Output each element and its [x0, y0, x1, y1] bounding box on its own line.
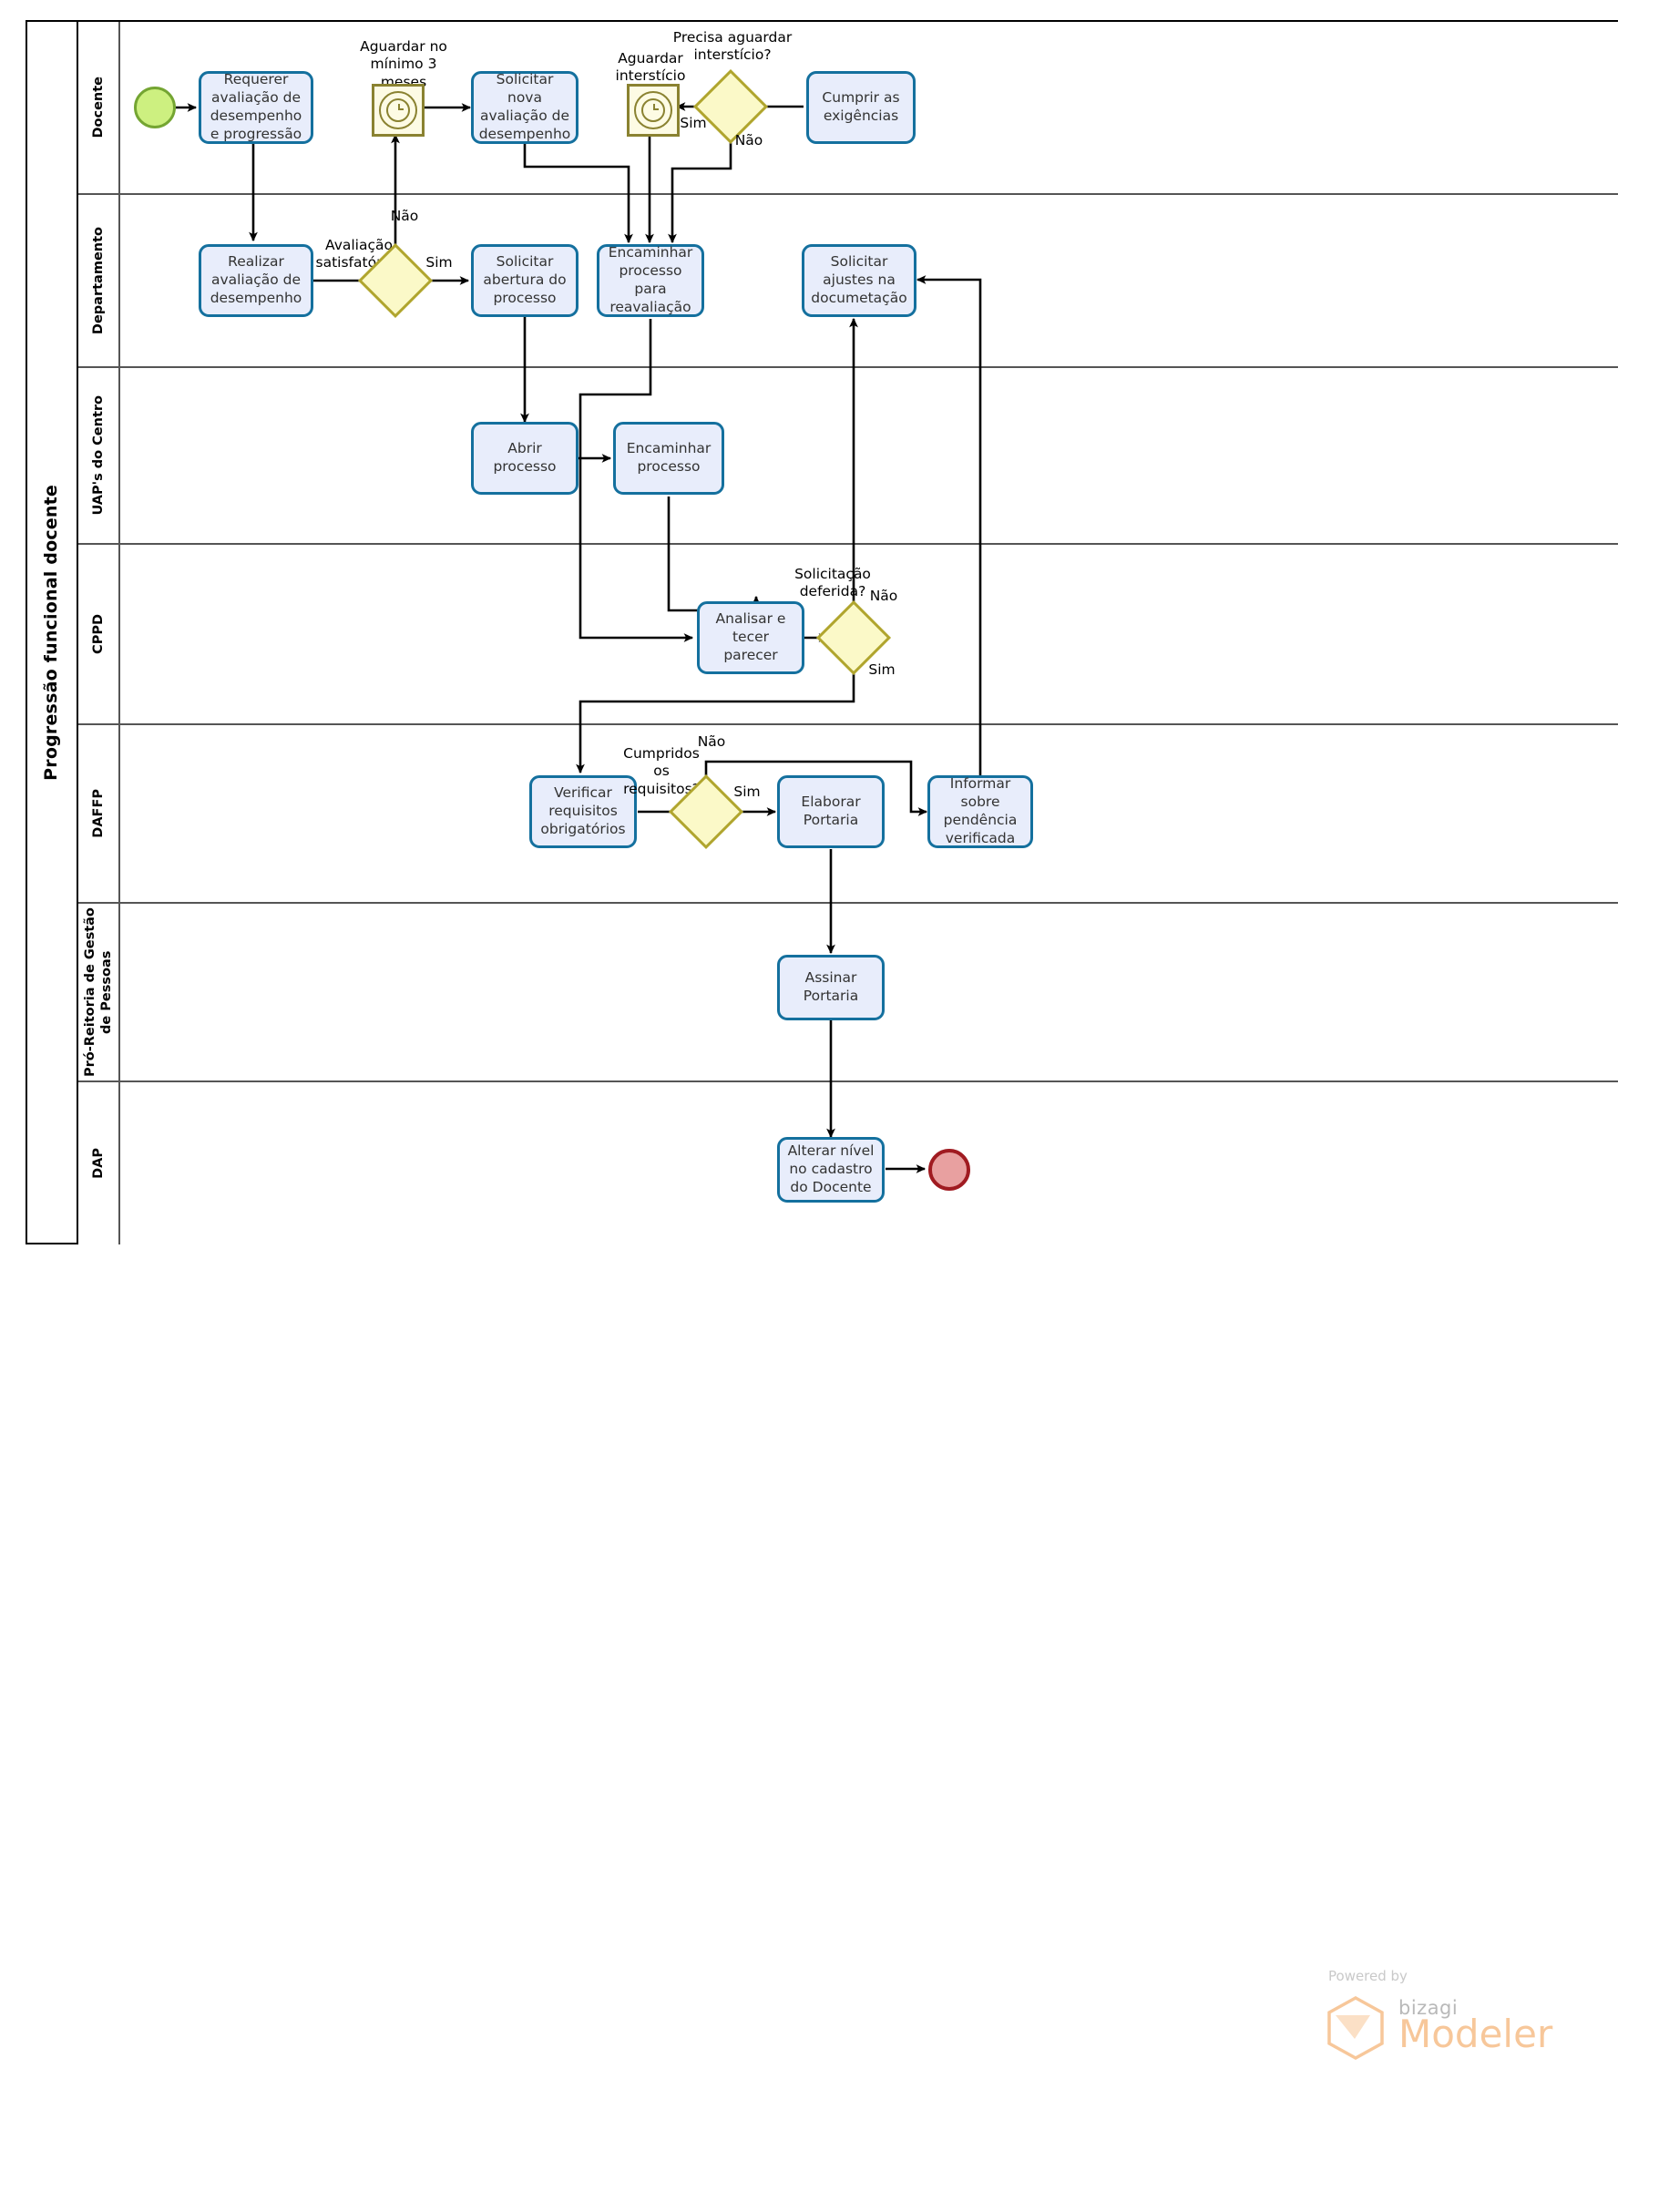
- lane-cppd-label: CPPD: [90, 614, 106, 654]
- task-label: Assinar Portaria: [803, 969, 859, 1004]
- task-label: Solicitar ajustes na documetação: [811, 253, 907, 306]
- task-alterar-nivel-cadastro[interactable]: Alterar nível no cadastro do Docente: [777, 1137, 885, 1203]
- task-label: Informar sobre pendência verificada: [943, 775, 1018, 846]
- modeler-wordmark: Modeler: [1398, 2012, 1553, 2056]
- lane-label-cppd: CPPD: [78, 545, 120, 723]
- bizagi-branding: Powered by bizagi Modeler: [1312, 1968, 1552, 2068]
- task-encaminhar-processo-reavaliacao[interactable]: Encaminhar processo para reavaliação: [597, 244, 704, 317]
- task-assinar-portaria[interactable]: Assinar Portaria: [777, 955, 885, 1020]
- timer-event-intersticio[interactable]: [627, 84, 680, 137]
- lane-label-uaps: UAP's do Centro: [78, 368, 120, 543]
- lane-daffp-label: DAFFP: [90, 789, 106, 838]
- lane-docente-label: Docente: [90, 77, 106, 138]
- bizagi-hexagon-icon: [1327, 1996, 1384, 2060]
- timer-intersticio-label: Aguardar interstício: [615, 50, 686, 85]
- task-verificar-requisitos[interactable]: Verificar requisitos obrigatórios: [529, 775, 637, 848]
- flow-label-nao: Não: [390, 208, 419, 224]
- flow-label-nao: Não: [869, 588, 898, 604]
- timer-event-3-meses[interactable]: [372, 84, 425, 137]
- task-label: Cumprir as exigências: [822, 89, 900, 124]
- task-label: Abrir processo: [493, 440, 557, 475]
- task-abrir-processo[interactable]: Abrir processo: [471, 422, 579, 495]
- lane-departamento-label: Departamento: [90, 226, 106, 335]
- task-label: Realizar avaliação de desempenho: [210, 253, 302, 306]
- gateway-cumpridos-requisitos-label: Cumpridos os requisitos?: [623, 745, 700, 797]
- flow-label-sim: Sim: [868, 661, 896, 678]
- task-label: Encaminhar processo: [626, 440, 712, 475]
- flow-label-nao: Não: [734, 132, 763, 148]
- task-informar-pendencia[interactable]: Informar sobre pendência verificada: [927, 775, 1033, 848]
- task-label: Elaborar Portaria: [801, 794, 861, 828]
- task-label: Encaminhar processo para reavaliação: [608, 244, 693, 315]
- lane-label-daffp: DAFFP: [78, 725, 120, 902]
- powered-by-label: Powered by: [1328, 1968, 1408, 1984]
- task-elaborar-portaria[interactable]: Elaborar Portaria: [777, 775, 885, 848]
- task-cumprir-exigencias[interactable]: Cumprir as exigências: [806, 71, 916, 144]
- end-event[interactable]: [928, 1149, 970, 1191]
- flow-label-sim: Sim: [680, 115, 707, 131]
- task-label: Requerer avaliação de desempenho e progr…: [210, 71, 302, 142]
- task-solicitar-abertura-processo[interactable]: Solicitar abertura do processo: [471, 244, 579, 317]
- task-solicitar-nova-avaliacao[interactable]: Solicitar nova avaliação de desempenho: [471, 71, 579, 144]
- task-label: Solicitar abertura do processo: [483, 253, 567, 306]
- flow-label-nao: Não: [697, 733, 726, 750]
- task-realizar-avaliacao[interactable]: Realizar avaliação de desempenho: [199, 244, 313, 317]
- start-event[interactable]: [134, 87, 176, 128]
- task-label: Solicitar nova avaliação de desempenho: [478, 71, 571, 142]
- task-solicitar-ajustes-documentacao[interactable]: Solicitar ajustes na documetação: [802, 244, 916, 317]
- pool-title: Progressão funcional docente: [26, 20, 78, 1244]
- lane-label-pro-reitoria: Pró-Reitoria de Gestão de Pessoas: [78, 904, 120, 1080]
- lane-uaps-label: UAP's do Centro: [90, 395, 106, 516]
- lane-label-dap: DAP: [78, 1082, 120, 1244]
- lane-label-departamento: Departamento: [78, 195, 120, 366]
- task-requerer-avaliacao[interactable]: Requerer avaliação de desempenho e progr…: [199, 71, 313, 144]
- flow-label-sim: Sim: [733, 783, 761, 800]
- task-encaminhar-processo[interactable]: Encaminhar processo: [613, 422, 724, 495]
- gateway-solicitacao-deferida-label: Solicitação deferida?: [794, 566, 871, 600]
- bizagi-wordmark: bizagi: [1398, 1997, 1459, 2019]
- task-analisar-tecer-parecer[interactable]: Analisar e tecer parecer: [697, 601, 804, 674]
- lane-dap-label: DAP: [90, 1148, 106, 1179]
- gateway-precisa-aguardar-label: Precisa aguardar interstício?: [672, 29, 793, 64]
- task-label: Analisar e tecer parecer: [715, 610, 786, 663]
- lane-label-docente: Docente: [78, 22, 120, 193]
- pool-title-label: Progressão funcional docente: [41, 484, 61, 781]
- task-label: Alterar nível no cadastro do Docente: [787, 1142, 875, 1195]
- task-label: Verificar requisitos obrigatórios: [540, 784, 626, 837]
- lane-pro-reitoria-label: Pró-Reitoria de Gestão de Pessoas: [82, 907, 114, 1077]
- lane-uaps-do-centro: UAP's do Centro: [78, 368, 1618, 545]
- flow-label-sim: Sim: [425, 254, 453, 271]
